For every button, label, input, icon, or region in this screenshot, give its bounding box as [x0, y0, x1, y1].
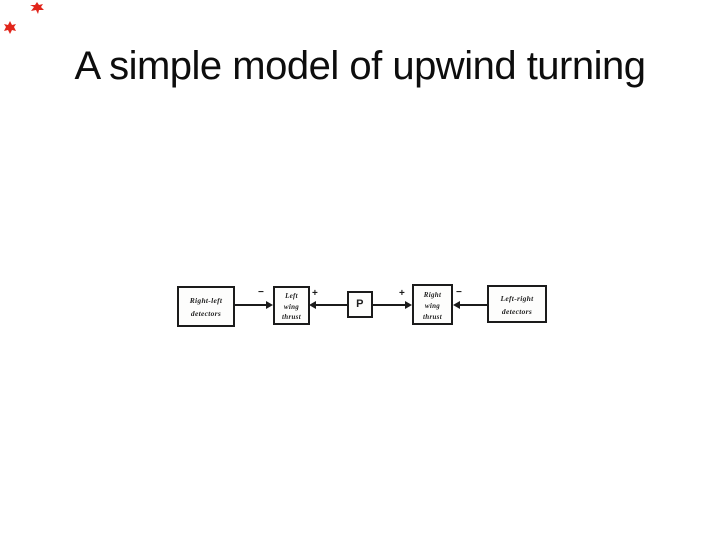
box-label-line: Left-right — [500, 294, 534, 303]
box-label-line: P — [356, 298, 364, 310]
box-label-line: thrust — [423, 313, 442, 321]
box-p-node: P — [347, 291, 373, 318]
box-right-left-detectors: Right-left detectors — [177, 286, 235, 327]
red-splat-mark — [30, 2, 44, 14]
arrow-line-left-right-to-right-wing — [457, 304, 487, 306]
sign-plus: + — [312, 288, 318, 299]
box-left-right-detectors: Left-right detectors — [487, 285, 547, 323]
box-label-line: Right-left — [189, 296, 223, 305]
sign-minus: − — [258, 287, 264, 298]
arrowhead-icon — [405, 301, 412, 309]
sign-minus: − — [456, 287, 462, 298]
arrow-line-p-to-left-wing — [313, 304, 347, 306]
box-left-wing-thrust: Left wing thrust — [273, 286, 310, 325]
box-label-line: detectors — [190, 309, 222, 318]
arrowhead-icon — [309, 301, 316, 309]
box-label-line: wing — [424, 302, 441, 310]
box-right-wing-thrust: Right wing thrust — [412, 284, 453, 325]
slide-title: A simple model of upwind turning — [74, 44, 647, 88]
arrowhead-icon — [453, 301, 460, 309]
box-label-line: Left — [285, 292, 298, 300]
arrowhead-icon — [266, 301, 273, 309]
box-label-line: wing — [283, 302, 300, 311]
sign-plus: + — [399, 288, 405, 299]
box-label-line: thrust — [282, 313, 301, 321]
box-label-line: detectors — [501, 307, 533, 316]
box-label-line: Right — [423, 291, 442, 299]
arrow-line-p-to-right-wing — [373, 304, 406, 306]
arrow-line-right-left-to-left-wing — [235, 304, 268, 306]
red-splat-mark — [4, 21, 16, 34]
